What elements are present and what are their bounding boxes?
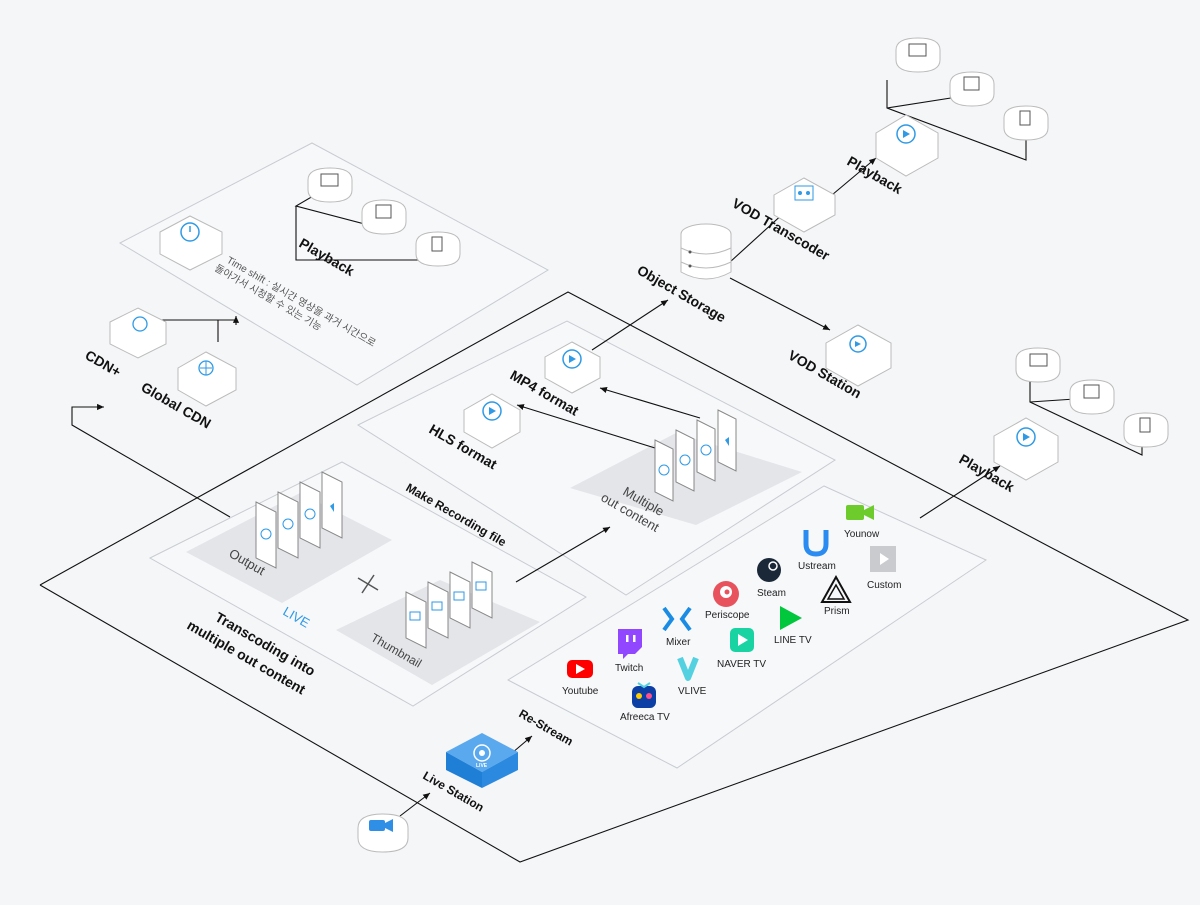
line-tv-label: LINE TV bbox=[774, 635, 812, 646]
device-node-tablet-right bbox=[1069, 379, 1115, 415]
line-tv-icon bbox=[780, 606, 802, 630]
steam-label: Steam bbox=[757, 588, 786, 599]
device-node-tablet bbox=[949, 71, 995, 107]
cdn-plus-node bbox=[109, 307, 167, 359]
restream-to-playback-arrow bbox=[919, 465, 1001, 519]
mixer-label: Mixer bbox=[666, 637, 691, 648]
vlive-label: VLIVE bbox=[678, 686, 707, 697]
vod-transcoder-node bbox=[773, 177, 836, 233]
camera-to-livestation-arrow bbox=[399, 792, 431, 817]
afreeca-tv-label: Afreeca TV bbox=[620, 712, 670, 723]
output-file-stack bbox=[255, 471, 343, 569]
device-node-tablet-mid bbox=[361, 199, 407, 235]
younow-label: Younow bbox=[844, 529, 880, 540]
playback-tree-mid bbox=[295, 206, 420, 261]
prism-icon bbox=[820, 574, 852, 603]
playback-tree-top bbox=[886, 80, 1027, 161]
global-cdn-node bbox=[177, 351, 237, 407]
plus-icon bbox=[357, 574, 379, 594]
livestation-to-restream-arrow bbox=[511, 735, 533, 754]
time-shift-panel bbox=[118, 142, 550, 386]
camera-node bbox=[357, 813, 409, 853]
vlive-icon bbox=[677, 656, 699, 681]
naver-tv-label: NAVER TV bbox=[717, 659, 766, 670]
thumbnail-to-recording-arrow bbox=[515, 526, 611, 583]
to-hls-arrow bbox=[516, 404, 656, 449]
mp4-format-node bbox=[544, 341, 601, 394]
player-node-right bbox=[993, 417, 1059, 481]
cdn-plus-label: CDN+ bbox=[83, 347, 124, 380]
device-node-monitor-right bbox=[1015, 347, 1061, 383]
object-storage-node bbox=[680, 223, 732, 280]
hls-format-node bbox=[463, 393, 521, 449]
youtube-icon bbox=[567, 660, 593, 678]
vod-station-node bbox=[825, 324, 892, 387]
live-station-node bbox=[446, 733, 518, 788]
ustream-icon bbox=[803, 530, 829, 557]
naver-tv-icon bbox=[730, 628, 754, 652]
storage-to-vodstation-arrow bbox=[729, 277, 831, 331]
device-node-phone-right bbox=[1123, 412, 1169, 448]
live-badge-text: LIVE bbox=[476, 763, 488, 769]
device-node-monitor-mid bbox=[307, 167, 353, 203]
main-boundary bbox=[39, 291, 1190, 863]
custom-label: Custom bbox=[867, 580, 901, 591]
storage-to-transcoder-arrow bbox=[729, 211, 786, 263]
transcoder-to-playback-arrow bbox=[825, 157, 877, 201]
cdn-feed-line bbox=[71, 403, 231, 518]
thumbnail-file-stack bbox=[405, 561, 493, 649]
mp4-to-storage-arrow bbox=[591, 299, 669, 351]
device-node-monitor bbox=[895, 37, 941, 73]
time-shift-node bbox=[159, 215, 223, 271]
periscope-icon bbox=[713, 581, 739, 607]
to-mp4-arrow bbox=[599, 387, 701, 419]
mixer-icon bbox=[662, 606, 692, 632]
restream-panel bbox=[506, 485, 988, 769]
periscope-label: Periscope bbox=[705, 610, 750, 621]
custom-play-icon bbox=[870, 546, 896, 572]
device-node-phone-mid bbox=[415, 231, 461, 267]
twitch-icon bbox=[618, 629, 642, 659]
player-node-top bbox=[875, 114, 939, 177]
youtube-label: Youtube bbox=[562, 686, 599, 697]
ustream-label: Ustream bbox=[798, 561, 836, 572]
twitch-label: Twitch bbox=[615, 663, 643, 674]
device-node-phone bbox=[1003, 105, 1049, 141]
prism-label: Prism bbox=[824, 606, 850, 617]
recording-panel bbox=[356, 320, 836, 596]
steam-icon bbox=[757, 558, 781, 582]
afreeca-tv-icon bbox=[632, 682, 656, 708]
recording-file-stack bbox=[654, 409, 737, 502]
younow-icon bbox=[846, 505, 874, 520]
